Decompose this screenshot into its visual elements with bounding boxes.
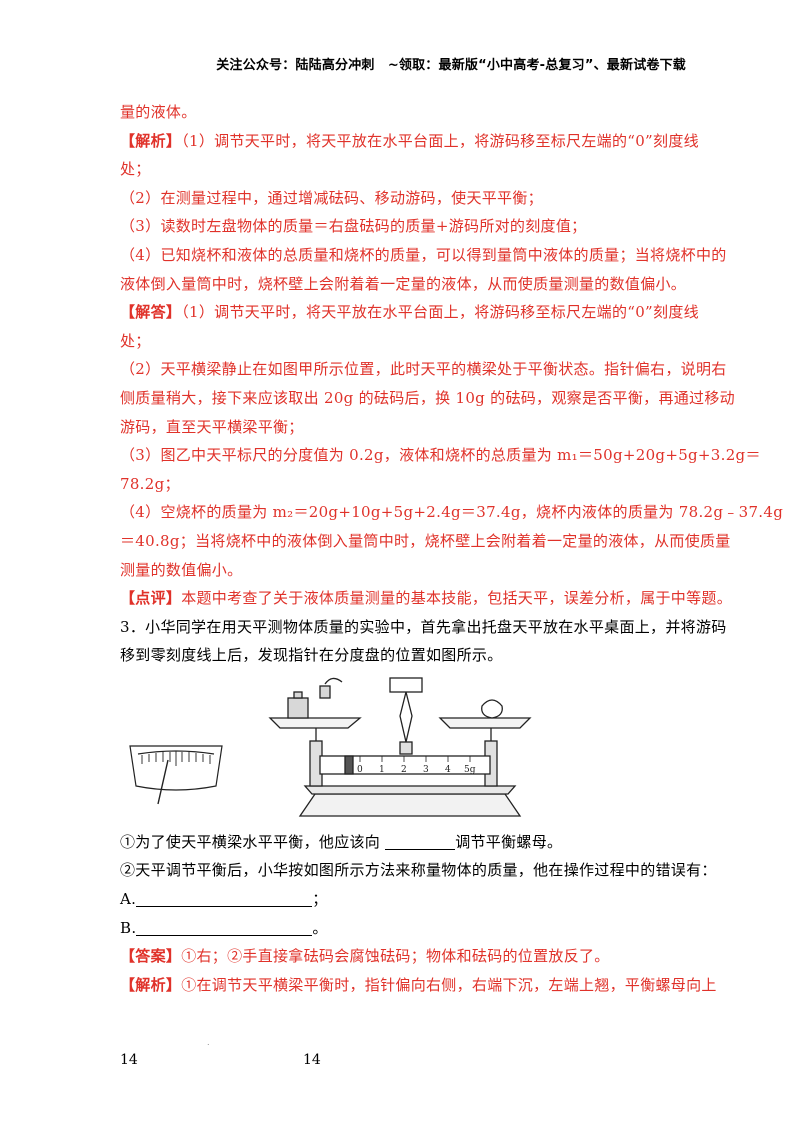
text-line: 侧质量稍大，接下来应该取出 20g 的砝码后，换 10g 的砝码，观察是否平衡，… xyxy=(120,388,735,407)
ruler-label: 4 xyxy=(445,765,451,775)
answer-blank xyxy=(136,919,313,936)
text-line: （3）读数时左盘物体的质量＝右盘砝码的质量+游码所对的刻度值； xyxy=(120,217,587,236)
question-line: 3．小华同学在用天平测物体质量的实验中，首先拿出托盘天平放在水平桌面上，并将游码 xyxy=(120,617,727,636)
comment-line: 【点评】本题中考查了关于液体质量测量的基本技能，包括天平，误差分析，属于中等题。 xyxy=(120,589,733,608)
solution-line: 【解答】（1）调节天平时，将天平放在水平台面上，将游码移至标尺左端的“0”刻度线 xyxy=(120,303,699,322)
text-line: 量的液体。 xyxy=(120,103,197,121)
pointer-needle xyxy=(157,759,169,805)
balance-scale xyxy=(268,677,532,817)
question-line: 移到零刻度线上后，发现指针在分度盘的位置如图所示。 xyxy=(120,646,503,665)
page-number-left: 14 xyxy=(120,1052,138,1068)
text-line: 处； xyxy=(120,331,151,350)
answer-line-b: B.。 xyxy=(120,918,328,937)
ruler-ticks xyxy=(359,755,471,762)
text-line: （2）在测量过程中，通过增减砝码、移动游码，使天平平衡； xyxy=(120,188,543,207)
ruler-label: 2 xyxy=(401,765,407,775)
subquestion-1: ①为了使天平横梁水平平衡，他应该向 调节平衡螺母。 xyxy=(120,832,563,851)
ruler-label: 3 xyxy=(423,765,429,775)
text-line: 游码，直至天平横梁平衡； xyxy=(120,417,304,436)
footer-dot: . xyxy=(207,1038,210,1047)
answer-key-line: 【答案】①右；②手直接拿砝码会腐蚀砝码；物体和砝码的位置放反了。 xyxy=(120,947,610,966)
text-line: （3）图乙中天平标尺的分度值为 0.2g，液体和烧杯的总质量为 m₁＝50g+2… xyxy=(120,446,761,465)
analysis-line: 【解析】（1）调节天平时，将天平放在水平台面上，将游码移至标尺左端的“0”刻度线 xyxy=(120,131,699,150)
text-line: （2）天平横梁静止在如图甲所示位置，此时天平的横梁处于平衡状态。指针偏右，说明右 xyxy=(120,360,727,379)
page-number-center: 14 xyxy=(303,1052,321,1068)
document-body: 量的液体。 【解析】（1）调节天平时，将天平放在水平台面上，将游码移至标尺左端的… xyxy=(120,98,784,999)
text-line: 处； xyxy=(120,160,151,179)
ruler-label: 5g xyxy=(464,765,476,775)
dial-plate xyxy=(129,745,223,805)
balance-figure: 0 1 2 3 4 5g xyxy=(120,676,690,824)
text-line: 测量的数值偏小。 xyxy=(120,560,243,579)
answer-blank xyxy=(136,890,313,908)
answer-blank xyxy=(385,833,456,850)
ruler-label: 1 xyxy=(379,765,385,775)
analysis-line: 【解析】①在调节天平横梁平衡时，指针偏向右侧，右端下沉，左端上翘，平衡螺母向上 xyxy=(120,975,717,994)
text-line: ＝40.8g；当将烧杯中的液体倒入量筒中时，烧杯壁上会附着着一定量的液体，从而使… xyxy=(120,531,731,550)
text-line: 78.2g； xyxy=(120,474,180,493)
subquestion-2: ②天平调节平衡后，小华按如图所示方法来称量物体的质量，他在操作过程中的错误有： xyxy=(120,861,717,880)
ruler-label: 0 xyxy=(357,765,363,775)
text-line: （4）空烧杯的质量为 m₂＝20g+10g+5g+2.4g＝37.4g，烧杯内液… xyxy=(120,503,784,522)
page-header: 关注公众号：陆陆高分冲刺 ~领取：最新版“小中高考-总复习”、最新试卷下载 xyxy=(216,58,686,73)
balance-illustration: 0 1 2 3 4 5g xyxy=(129,677,532,817)
answer-line-a: A.； xyxy=(120,890,328,909)
text-line: （4）已知烧杯和液体的总质量和烧杯的质量，可以得到量筒中液体的质量；当将烧杯中的 xyxy=(120,245,727,264)
text-line: 液体倒入量筒中时，烧杯壁上会附着着一定量的液体，从而使质量测量的数值偏小。 xyxy=(120,274,687,293)
